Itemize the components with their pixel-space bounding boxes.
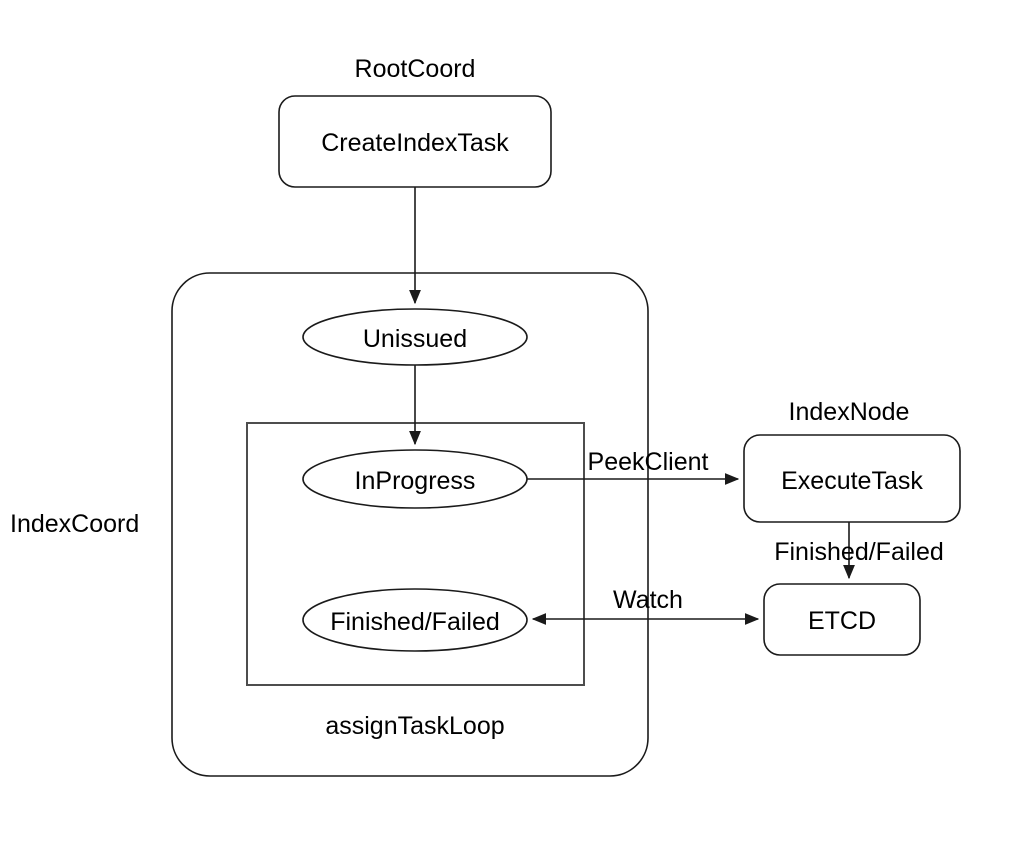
- group-label-rootcoord: RootCoord: [355, 55, 476, 83]
- node-unissued[interactable]: Unissued: [302, 308, 528, 366]
- group-label-indexcoord: IndexCoord: [10, 510, 139, 538]
- group-label-indexnode: IndexNode: [789, 398, 910, 426]
- node-executetask[interactable]: ExecuteTask: [743, 434, 961, 523]
- node-label-createindextask: CreateIndexTask: [321, 129, 509, 157]
- group-label-assigntaskloop: assignTaskLoop: [325, 712, 504, 740]
- edge-label-peekclient: PeekClient: [588, 448, 709, 476]
- node-etcd-shape: [763, 583, 921, 656]
- group-indexcoord-boundary: [171, 272, 649, 777]
- node-inprogress-shape: [302, 449, 528, 509]
- node-createindextask-shape: [278, 95, 552, 188]
- node-label-finishedfailed: Finished/Failed: [330, 608, 500, 636]
- node-label-etcd: ETCD: [808, 607, 876, 635]
- node-etcd[interactable]: ETCD: [763, 583, 921, 656]
- edge-label-finished-failed: Finished/Failed: [774, 538, 944, 566]
- node-executetask-shape: [743, 434, 961, 523]
- node-label-unissued: Unissued: [363, 325, 467, 353]
- node-inprogress[interactable]: InProgress: [302, 449, 528, 509]
- node-unissued-shape: [302, 308, 528, 366]
- node-createindextask[interactable]: CreateIndexTask: [278, 95, 552, 188]
- node-label-inprogress: InProgress: [355, 467, 476, 495]
- node-label-executetask: ExecuteTask: [781, 467, 923, 495]
- edge-label-watch: Watch: [613, 586, 683, 614]
- node-finishedfailed[interactable]: Finished/Failed: [302, 588, 528, 652]
- node-finishedfailed-shape: [302, 588, 528, 652]
